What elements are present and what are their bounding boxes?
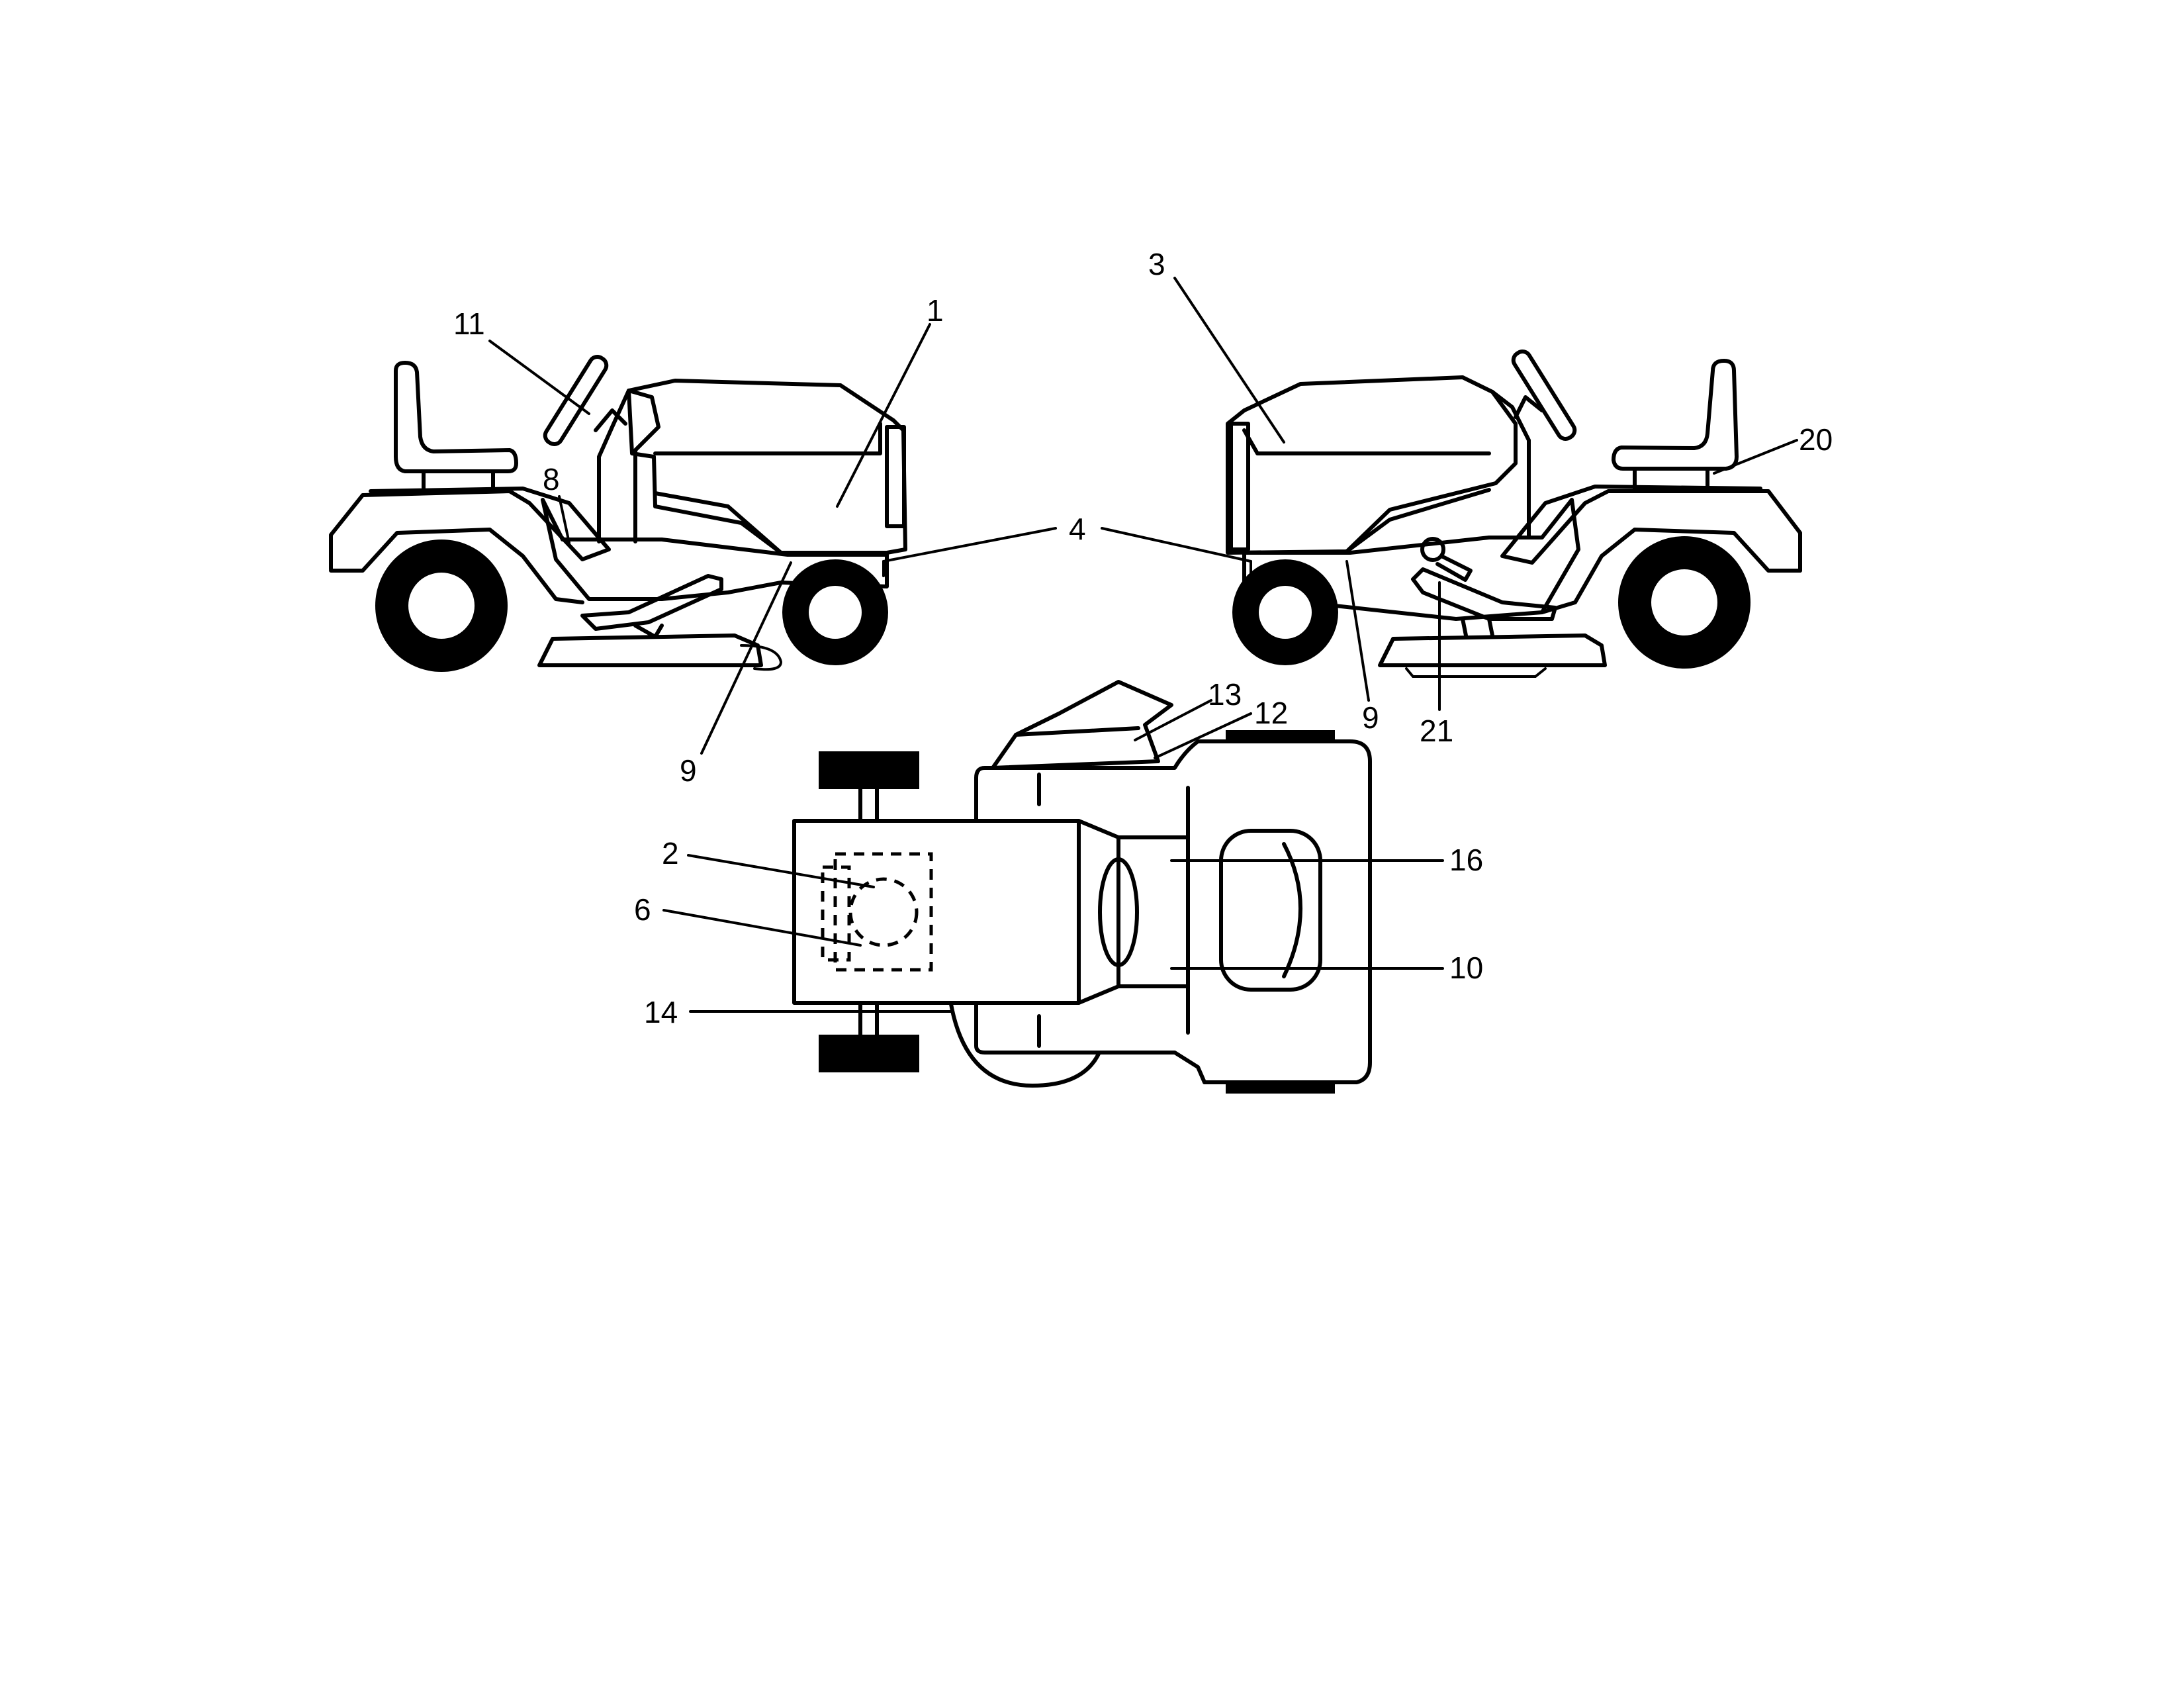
callout-3: 3 — [1148, 247, 1165, 281]
leader-9-left — [700, 561, 792, 755]
rear-fender-outline — [1540, 528, 1802, 614]
callout-8: 8 — [543, 462, 560, 496]
callout-21: 21 — [1420, 714, 1453, 748]
steering-column — [1514, 395, 1544, 419]
engine-outline — [833, 852, 933, 972]
steering-wheel-top — [1098, 857, 1139, 967]
leader-3 — [1173, 277, 1285, 444]
leader-11 — [488, 340, 590, 415]
callout-6: 6 — [634, 892, 651, 927]
discharge-chute — [991, 680, 1173, 770]
callout-9-left: 9 — [680, 753, 697, 788]
callout-16: 16 — [1449, 843, 1483, 877]
leader-lines — [488, 277, 1798, 1013]
hood-taper — [1077, 819, 1120, 1005]
engine-cap-outline — [848, 877, 919, 947]
leader-8 — [558, 495, 570, 544]
front-axle-right — [858, 1001, 879, 1037]
mower-deck-skirt — [1405, 667, 1547, 678]
engine-outline-inner — [821, 865, 851, 962]
rear-fender — [329, 487, 611, 571]
leader-1 — [836, 323, 931, 508]
front-wheel-hub — [1259, 586, 1312, 639]
callout-20: 20 — [1799, 422, 1833, 457]
callout-13: 13 — [1208, 677, 1242, 712]
hood-panel-line — [1242, 428, 1491, 455]
hood — [1226, 375, 1518, 555]
hood-panel-line — [653, 422, 882, 455]
leader-20 — [1713, 439, 1798, 475]
seat-top — [1219, 829, 1322, 992]
seat — [1612, 359, 1739, 471]
shift-lever — [1435, 554, 1473, 582]
seat-base — [1633, 467, 1709, 492]
steering-wheel — [1511, 350, 1577, 441]
mower-deck-outline — [948, 994, 1104, 1088]
callout-2: 2 — [662, 836, 679, 870]
leader-12 — [1154, 712, 1252, 759]
callout-1: 1 — [927, 293, 944, 328]
shift-lever-knob — [1420, 537, 1445, 562]
hood-top — [792, 819, 1081, 1005]
dashboard — [1490, 390, 1531, 539]
callout-12: 12 — [1254, 696, 1288, 730]
callout-10: 10 — [1449, 951, 1483, 985]
callout-9-right: 9 — [1362, 700, 1379, 735]
steering-column — [594, 408, 627, 432]
mower-deck — [537, 633, 763, 667]
leader-13 — [1134, 699, 1212, 741]
callout-11: 11 — [453, 306, 485, 341]
steering-wheel — [543, 355, 609, 446]
leader-6 — [662, 909, 862, 947]
tractor-top-view — [792, 680, 1372, 1094]
rear-fender-outline — [329, 528, 584, 604]
leader-2 — [687, 854, 875, 888]
hood-grille — [885, 425, 906, 528]
front-right-tire — [819, 1035, 919, 1072]
callout-labels: 1 3 11 8 4 9 9 21 20 13 12 2 6 14 16 10 — [453, 247, 1833, 1029]
body-frame — [1242, 498, 1580, 621]
leader-4-left — [882, 527, 1057, 563]
mower-deck-chute — [740, 644, 783, 671]
mower-deck — [1378, 633, 1607, 667]
hood-side-line — [653, 491, 783, 555]
seat — [394, 361, 518, 473]
callout-4: 4 — [1069, 512, 1086, 546]
leader-9-right — [1345, 560, 1370, 702]
deck-hanger — [1461, 617, 1494, 637]
front-left-tire — [819, 751, 919, 789]
chute-inner — [1014, 726, 1140, 737]
deck-hanger — [633, 624, 664, 639]
hood — [627, 379, 907, 555]
foot-pedal — [1411, 567, 1557, 621]
leader-4-right — [1101, 527, 1252, 563]
front-wheel-hub — [809, 586, 862, 639]
dashboard — [597, 389, 660, 543]
rear-wheel-hub — [408, 573, 475, 639]
callout-14: 14 — [644, 995, 678, 1029]
front-axle-left — [858, 787, 879, 823]
hood-grille — [1229, 422, 1250, 551]
seat-base — [422, 469, 495, 493]
tractor-right-side-view — [1226, 350, 1802, 678]
hood-side-line — [1345, 488, 1491, 553]
tractor-left-side-view — [329, 355, 907, 672]
foot-pedal — [580, 574, 723, 631]
rear-fender — [1500, 485, 1802, 573]
rear-wheel-hub — [1651, 569, 1717, 635]
